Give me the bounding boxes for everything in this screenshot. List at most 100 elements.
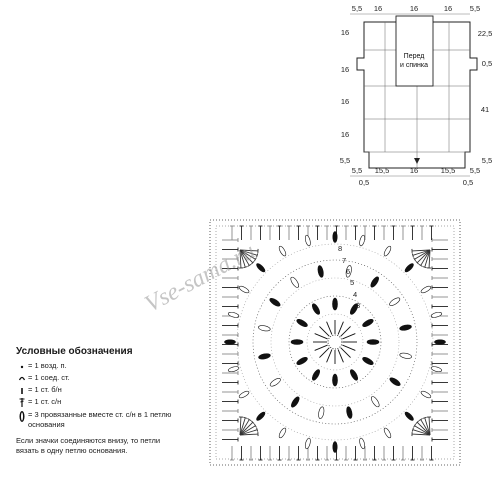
legend-item: = 1 возд. п. [16, 361, 196, 371]
double-crochet-icon [222, 409, 239, 413]
magic-ring [327, 334, 343, 350]
double-crochet-icon [222, 352, 239, 356]
cluster-stitch-icon [371, 396, 380, 408]
double-crochet-icon [411, 432, 431, 437]
cluster-stitch-icon [332, 441, 338, 453]
double-crochet-icon [296, 446, 301, 461]
legend-note: Если значки соединяются внизу, то петли … [16, 436, 161, 455]
double-crochet-icon [249, 446, 253, 461]
svg-text:15,5: 15,5 [375, 166, 390, 175]
cluster-stitch-icon [332, 297, 338, 311]
panel-label-1: Перед [404, 53, 425, 60]
double-crochet-icon [391, 225, 396, 240]
svg-text:41: 41 [481, 105, 489, 114]
double-crochet-icon [431, 295, 448, 299]
double-crochet-icon [222, 361, 239, 366]
double-crochet-icon [222, 437, 239, 442]
double-crochet-icon [353, 446, 358, 461]
cluster-stitch-icon [269, 298, 281, 307]
chain-dot-icon [16, 361, 28, 371]
cluster-stitch-icon [296, 357, 308, 365]
svg-text:16: 16 [341, 28, 349, 37]
round-number: 3 [356, 301, 360, 310]
cluster-stitch-icon [389, 377, 401, 386]
cluster-stitch-icon [296, 319, 308, 327]
svg-text:5,5: 5,5 [340, 156, 350, 165]
cluster-stitch-icon [404, 411, 414, 421]
left-dimension-column: 16 16 16 16 5,5 [340, 28, 350, 165]
cluster-stitch-icon [224, 339, 236, 345]
round-number: 8 [338, 244, 342, 253]
double-crochet-icon [431, 390, 448, 394]
double-crochet-icon [427, 249, 432, 269]
cluster-stitch-icon [362, 357, 374, 365]
cluster-stitch-icon [383, 245, 392, 257]
double-crochet-icon [431, 257, 448, 261]
double-crochet-icon [422, 249, 431, 269]
round-number: 6 [346, 267, 350, 276]
cluster-stitch-icon [362, 319, 374, 327]
cluster-stitch-icon [332, 231, 338, 243]
double-crochet-icon [268, 225, 272, 240]
double-crochet-icon [401, 446, 405, 461]
double-crochet-icon [222, 247, 239, 252]
double-crochet-icon [239, 427, 259, 436]
cluster-stitch-icon [318, 406, 325, 419]
double-crochet-icon [230, 225, 234, 240]
double-crochet-icon [239, 249, 257, 262]
svg-text:16: 16 [341, 65, 349, 74]
centre-spoke [342, 344, 356, 351]
cluster-stitch-icon [350, 369, 358, 381]
double-crochet-icon [222, 399, 239, 404]
double-crochet-icon [382, 225, 386, 240]
double-crochet-icon [258, 446, 263, 461]
cluster-stitch-icon [278, 427, 287, 439]
double-crochet-icon [431, 428, 448, 432]
double-crochet-icon [431, 352, 448, 356]
double-crochet-icon [222, 380, 239, 385]
double-crochet-icon [431, 276, 448, 280]
double-crochet-icon [287, 446, 291, 461]
double-crochet-icon [238, 416, 243, 436]
centre-spoke [326, 349, 333, 363]
centre-spoke [314, 333, 328, 340]
double-crochet-icon [411, 249, 431, 258]
svg-text:16: 16 [410, 4, 418, 13]
legend-item: = 1 ст. с/н [16, 397, 196, 408]
cluster-stitch-icon [346, 406, 353, 419]
chain-ring [288, 295, 382, 389]
centre-spoke [319, 347, 330, 358]
cluster-stitch-icon [350, 303, 358, 315]
svg-text:0,5: 0,5 [482, 59, 492, 68]
round-number: 7 [342, 256, 346, 265]
legend-title: Условные обозначения [16, 346, 133, 357]
double-crochet-icon [420, 446, 424, 461]
double-crochet-icon [230, 446, 234, 461]
double-crochet-icon [372, 446, 377, 461]
svg-text:5,5: 5,5 [352, 4, 362, 13]
cluster-stitch-icon [345, 265, 352, 278]
centre-spoke [337, 349, 344, 363]
svg-text:16: 16 [410, 166, 418, 175]
centre-spoke [340, 326, 351, 337]
double-crochet-icon [239, 418, 252, 436]
legend: Условные обозначения = 1 возд. п. = 1 со… [16, 346, 196, 456]
cluster-stitch-icon [312, 369, 320, 381]
double-crochet-icon [296, 225, 301, 240]
cluster-stitch-icon [238, 390, 250, 399]
cluster-stitch-icon [304, 234, 311, 247]
double-crochet-icon [287, 225, 291, 240]
double-crochet-icon [382, 446, 386, 461]
double-crochet-icon [239, 249, 255, 265]
double-crochet-icon [238, 249, 243, 269]
double-crochet-icon [429, 446, 434, 461]
double-crochet-icon [222, 333, 239, 337]
double-crochet-icon [239, 225, 244, 240]
round-numbers: 8 7 6 5 4 3 [338, 244, 360, 310]
schematic-outline [356, 21, 478, 169]
double-crochet-icon [411, 427, 431, 436]
double-crochet-icon [344, 446, 348, 461]
double-crochet-icon [16, 397, 28, 408]
double-crochet-icon [431, 409, 448, 413]
centre-spoke [340, 347, 351, 358]
